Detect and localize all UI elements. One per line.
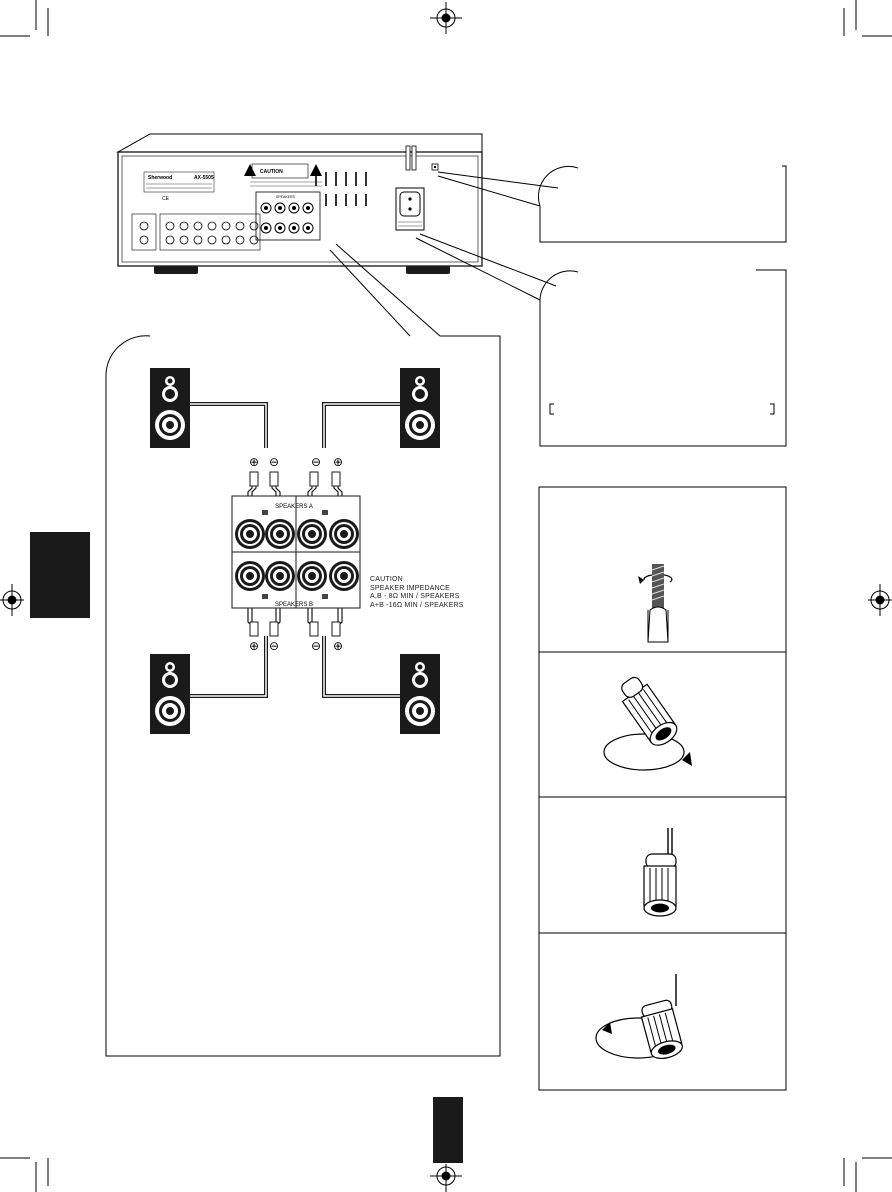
amplifier-rear-panel: Sherwood AX-5505 CE CAUTION SPEAKERS bbox=[116, 133, 483, 274]
binding-post-icon bbox=[595, 974, 683, 1059]
speaker-rear-left bbox=[400, 654, 440, 734]
registration-mark-icon bbox=[868, 584, 892, 616]
terminal-b-left-minus bbox=[297, 561, 327, 591]
page-number-tab bbox=[433, 1097, 463, 1163]
terminal-a-right-minus bbox=[265, 519, 295, 549]
brand-label: Sherwood bbox=[148, 175, 172, 181]
caution-title: CAUTION bbox=[260, 169, 283, 175]
registration-mark-icon bbox=[430, 1164, 462, 1192]
minus-icon: ⊖ bbox=[311, 639, 321, 653]
plus-icon: ⊕ bbox=[333, 455, 343, 469]
speakers-header: SPEAKERS bbox=[276, 195, 296, 199]
minus-icon: ⊖ bbox=[269, 455, 279, 469]
ce-mark: CE bbox=[162, 196, 170, 202]
registration-mark-icon bbox=[0, 584, 24, 616]
minus-icon: ⊖ bbox=[311, 455, 321, 469]
speaker-wiring-diagram: ⊕ ⊖ ⊖ ⊕ ⊕ ⊖ ⊖ ⊕ SPEAKERS A SPEAKERS B bbox=[150, 368, 440, 734]
wire-connection-steps bbox=[538, 486, 787, 1091]
caution-line: A,B - 8Ω MIN / SPEAKERS bbox=[370, 593, 460, 600]
twist-wire-step bbox=[638, 564, 673, 643]
caution-line: CAUTION bbox=[370, 576, 403, 583]
terminal-a-left-plus bbox=[329, 519, 359, 549]
binding-post-icon bbox=[603, 676, 692, 771]
speaker-front-right bbox=[150, 368, 190, 448]
terminal-b-right-minus bbox=[265, 561, 295, 591]
model-label: AX-5505 bbox=[194, 175, 214, 181]
caution-line: SPEAKER IMPEDANCE bbox=[370, 584, 451, 592]
binding-post-icon bbox=[643, 828, 677, 917]
plus-icon: ⊕ bbox=[333, 639, 343, 653]
speaker-front-left bbox=[400, 368, 440, 448]
minus-icon: ⊖ bbox=[269, 639, 279, 653]
terminal-a-right-plus bbox=[235, 519, 265, 549]
registration-mark-icon bbox=[430, 2, 462, 34]
speakers-a-label: SPEAKERS A bbox=[275, 504, 313, 510]
speakers-b-label: SPEAKERS B bbox=[275, 602, 313, 608]
speaker-impedance-caution: CAUTION SPEAKER IMPEDANCE A,B - 8Ω MIN /… bbox=[370, 576, 470, 610]
terminal-b-left-plus bbox=[329, 561, 359, 591]
terminal-a-left-minus bbox=[297, 519, 327, 549]
caution-line: A+B -16Ω MIN / SPEAKERS bbox=[370, 601, 464, 609]
speaker-rear-right bbox=[150, 654, 190, 734]
terminal-b-right-plus bbox=[235, 561, 265, 591]
plus-icon: ⊕ bbox=[249, 639, 259, 653]
language-tab bbox=[30, 532, 90, 618]
plus-icon: ⊕ bbox=[249, 455, 259, 469]
